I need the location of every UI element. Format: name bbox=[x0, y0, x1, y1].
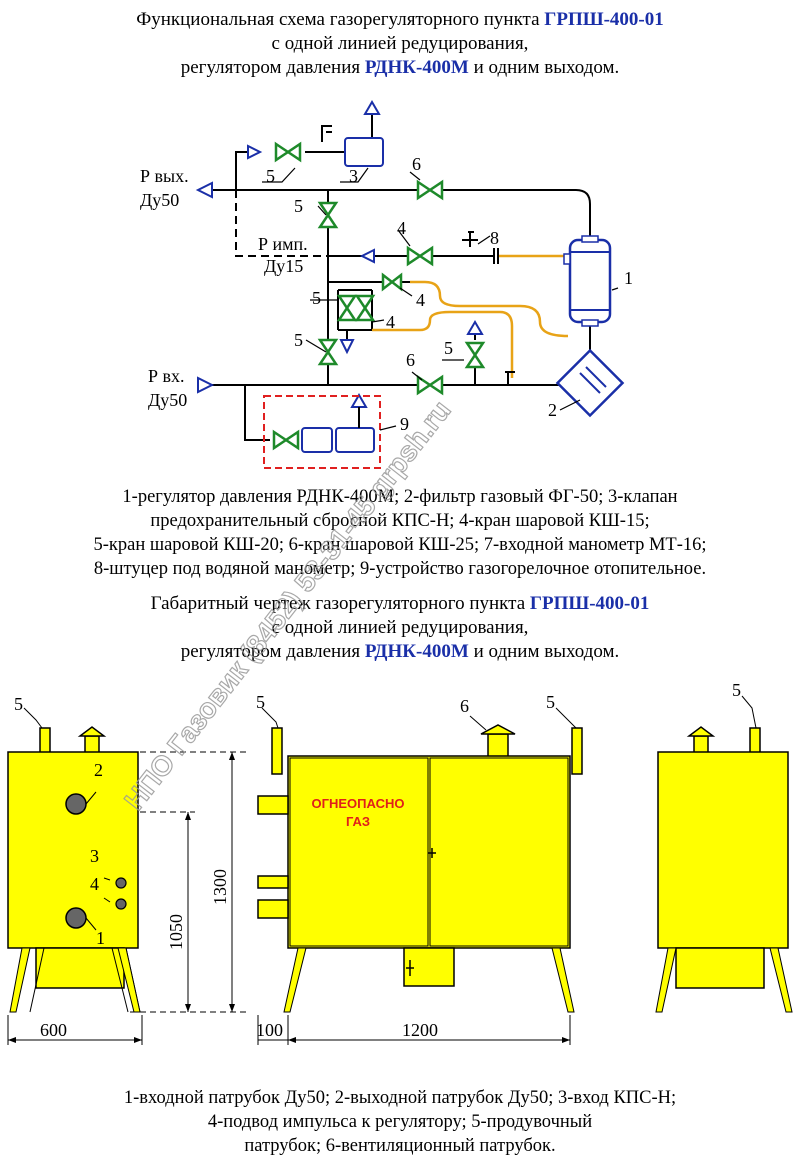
callout-5b: 5 bbox=[294, 196, 303, 216]
label-p-out: Р вых. bbox=[140, 166, 189, 186]
scheme-title: Функциональная схема газорегуляторного п… bbox=[0, 8, 800, 80]
rear-view: 5 bbox=[655, 680, 793, 1013]
callout-9: 9 bbox=[400, 414, 409, 434]
drawing-title-line3-prefix: регулятором давления bbox=[180, 641, 365, 662]
callout-3: 3 bbox=[349, 166, 358, 186]
side-callout-1: 1 bbox=[96, 928, 105, 948]
scheme-legend-line4: 8-штуцер под водяной манометр; 9-устройс… bbox=[93, 559, 707, 579]
callout-2: 2 bbox=[548, 400, 557, 420]
callout-5d: 5 bbox=[294, 330, 303, 350]
scheme-legend-line3: 5-кран шаровой КШ-20; 6-кран шаровой КШ-… bbox=[93, 535, 707, 555]
callout-6b: 6 bbox=[406, 350, 415, 370]
warning-text-line1: ОГНЕОПАСНО bbox=[312, 796, 405, 811]
side-callout-4: 4 bbox=[90, 874, 99, 894]
label-p-imp: Р имп. bbox=[258, 234, 308, 254]
scheme-title-model: ГРПШ-400-01 bbox=[544, 9, 664, 30]
front-callout-5a: 5 bbox=[256, 692, 265, 712]
callout-4c: 4 bbox=[386, 312, 395, 332]
scheme-title-line3-suffix: и одним выходом. bbox=[468, 57, 620, 78]
functional-scheme: Р вых. Ду50 Р имп. Ду15 Р вх. Ду50 1 2 3… bbox=[140, 100, 633, 469]
side-callout-3: 3 bbox=[90, 846, 99, 866]
callout-1: 1 bbox=[624, 268, 633, 288]
front-callout-5b: 5 bbox=[546, 692, 555, 712]
dim-offset: 100 bbox=[256, 1020, 283, 1040]
scheme-title-line3-prefix: регулятором давления bbox=[180, 57, 365, 78]
drawing-title-line1: Габаритный чертеж газорегуляторного пунк… bbox=[150, 593, 530, 614]
callout-6a: 6 bbox=[412, 154, 421, 174]
dimension-drawing: 5 2 3 4 1 600 1050 1300 bbox=[7, 680, 793, 1045]
label-p-out-dn: Ду50 bbox=[140, 190, 179, 210]
callout-8: 8 bbox=[490, 228, 499, 248]
callout-5e: 5 bbox=[444, 338, 453, 358]
label-p-in: Р вх. bbox=[148, 366, 185, 386]
front-callout-6: 6 bbox=[460, 696, 469, 716]
drawing-legend-line1: 1-входной патрубок Ду50; 2-выходной патр… bbox=[123, 1088, 677, 1108]
callout-5c: 5 bbox=[312, 288, 321, 308]
label-p-imp-dn: Ду15 bbox=[264, 256, 303, 276]
dim-height-body: 1050 bbox=[166, 914, 186, 950]
drawing-title-line2: с одной линией редуцирования, bbox=[271, 617, 529, 638]
drawing-title-line3-suffix: и одним выходом. bbox=[468, 641, 620, 662]
scheme-title-line1: Функциональная схема газорегуляторного п… bbox=[136, 9, 545, 30]
front-view: ОГНЕОПАСНО ГАЗ 5 6 5 100 1200 bbox=[256, 692, 583, 1045]
side-callout-2: 2 bbox=[94, 760, 103, 780]
drawing-title-model: ГРПШ-400-01 bbox=[529, 593, 650, 614]
callout-4b: 4 bbox=[416, 290, 425, 310]
scheme-title-regulator: РДНК-400М bbox=[364, 57, 469, 78]
scheme-legend: 1-регулятор давления РДНК-400М; 2-фильтр… bbox=[0, 485, 800, 581]
side-callout-5: 5 bbox=[14, 694, 23, 714]
drawing-legend: 1-входной патрубок Ду50; 2-выходной патр… bbox=[0, 1086, 800, 1158]
scheme-title-line2: с одной линией редуцирования, bbox=[271, 33, 529, 54]
drawing-title-regulator: РДНК-400М bbox=[364, 641, 469, 662]
drawing-legend-line3: патрубок; 6-вентиляционный патрубок. bbox=[244, 1136, 556, 1156]
dim-width-side: 600 bbox=[40, 1020, 67, 1040]
dim-width-front: 1200 bbox=[402, 1020, 438, 1040]
dim-height-total: 1300 bbox=[210, 869, 230, 905]
scheme-legend-line2: предохранительный сбросной КПС-Н; 4-кран… bbox=[150, 511, 650, 531]
warning-text-line2: ГАЗ bbox=[346, 814, 370, 829]
scheme-legend-line1: 1-регулятор давления РДНК-400М; 2-фильтр… bbox=[122, 487, 678, 507]
label-p-in-dn: Ду50 bbox=[148, 390, 187, 410]
drawing-title: Габаритный чертеж газорегуляторного пунк… bbox=[0, 592, 800, 664]
rear-callout-5: 5 bbox=[732, 680, 741, 700]
drawing-legend-line2: 4-подвод импульса к регулятору; 5-продув… bbox=[207, 1112, 593, 1132]
side-view: 5 2 3 4 1 600 bbox=[7, 694, 143, 1045]
callout-4a: 4 bbox=[397, 218, 406, 238]
callout-5a: 5 bbox=[266, 166, 275, 186]
